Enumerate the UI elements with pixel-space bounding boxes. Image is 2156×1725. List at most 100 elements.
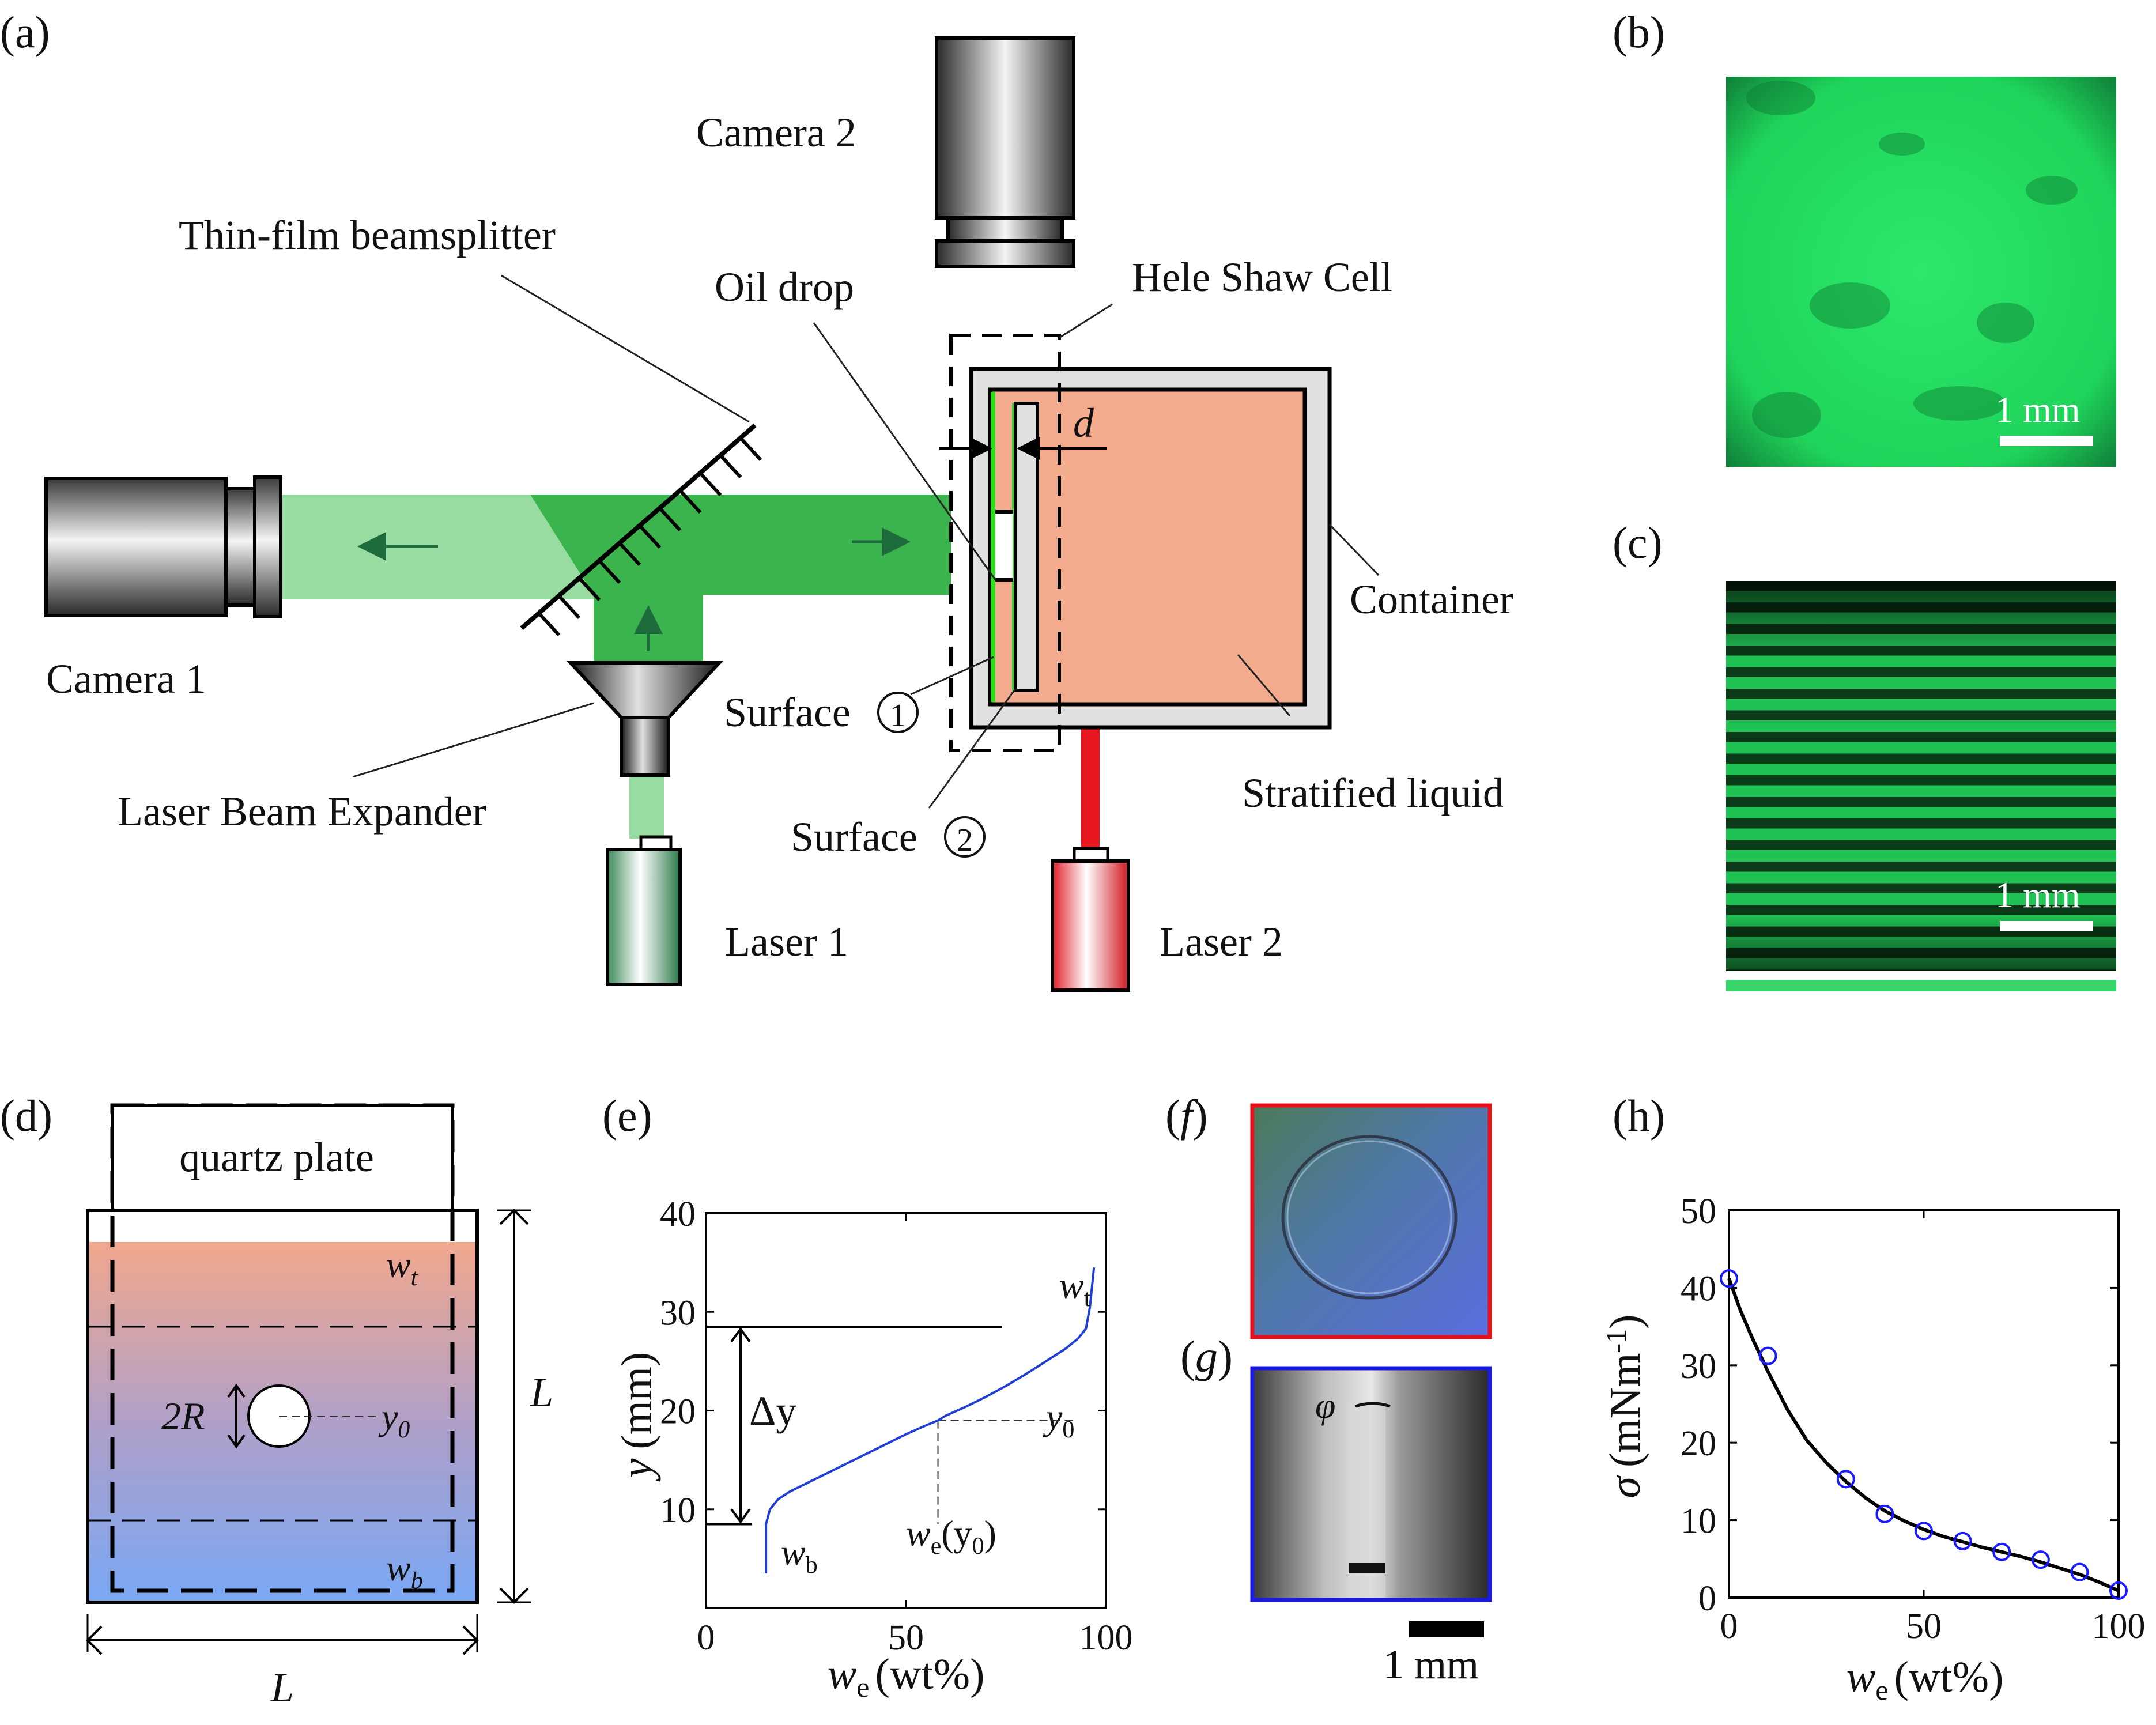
camera2-label: Camera 2 xyxy=(696,110,856,156)
chart-e-ticks: 0 50 100 10 20 30 40 xyxy=(660,1195,1133,1658)
fringe-band xyxy=(1726,980,2116,991)
chart-h-data-point xyxy=(2109,1581,2128,1600)
laser1-beam xyxy=(629,775,664,839)
expander-leader xyxy=(352,702,594,778)
hele-shaw-leader xyxy=(1059,303,1113,339)
chart-h-data-point xyxy=(1992,1542,2011,1561)
chart-e-wt-label: wt xyxy=(1059,1265,1091,1312)
container-label: Container xyxy=(1350,576,1513,622)
wt-label: wt xyxy=(386,1244,418,1291)
surface2-circle-icon xyxy=(944,816,986,858)
wb-label: wb xyxy=(386,1547,423,1594)
chart-h-xtick-label: 0 xyxy=(1720,1607,1738,1646)
scale-label-g: 1 mm xyxy=(1383,1641,1479,1688)
chart-h-xlabel: we(wt%) xyxy=(1847,1653,2004,1706)
image-c-vignette xyxy=(1726,581,2116,971)
panel-a: (a) xyxy=(0,7,1513,992)
stratified-leader xyxy=(1237,654,1291,716)
quartz-plate-label: quartz plate xyxy=(179,1134,374,1180)
beam-expander-icon xyxy=(567,661,723,777)
chart-e-delta-y: Δy xyxy=(749,1388,796,1434)
chart-e-xlabel: we(wt%) xyxy=(828,1650,985,1703)
chart-e-annotations xyxy=(706,1325,1074,1526)
L-right-label: L xyxy=(530,1369,553,1416)
hele-shaw-cell-outline xyxy=(949,334,1061,752)
panel-label-b: (b) xyxy=(1613,7,1665,57)
quartz-plate-top xyxy=(111,1104,454,1212)
panel-label-e: (e) xyxy=(602,1090,652,1141)
oil-drop-label: Oil drop xyxy=(715,264,854,310)
d-label: d xyxy=(1073,400,1094,446)
laser1-label: Laser 1 xyxy=(725,919,848,965)
chart-e-wb-label: wb xyxy=(781,1532,818,1579)
surface2-label: Surface xyxy=(791,814,917,860)
chart-e-y0-label: y0 xyxy=(1043,1396,1074,1443)
chart-e-xtick-label: 0 xyxy=(697,1618,715,1658)
chart-h-data-point xyxy=(1836,1470,1855,1489)
panel-d: (d) quartz plate wt wb 2R y0 L L xyxy=(0,1090,553,1711)
chart-e-ytick-label: 40 xyxy=(660,1195,696,1234)
image-b-speckle xyxy=(1746,81,2078,438)
chart-h-data-point xyxy=(1953,1531,1972,1550)
laser2-label: Laser 2 xyxy=(1160,919,1283,965)
scale-bar-g xyxy=(1409,1621,1484,1637)
stratified-label: Stratified liquid xyxy=(1242,770,1504,816)
chart-e-series-line xyxy=(765,1267,1096,1574)
scale-bar-b xyxy=(2000,436,2093,446)
chart-h-data-point xyxy=(1758,1346,1777,1365)
phi-label: φ xyxy=(1315,1385,1335,1426)
scale-bar-c xyxy=(2000,921,2093,931)
expander-label: Laser Beam Expander xyxy=(118,788,486,835)
two-r-label: 2R xyxy=(161,1394,205,1438)
image-g-bottom-mark xyxy=(1349,1563,1385,1573)
surface2-leader xyxy=(928,688,1017,809)
panel-g: (g) φ 1 mm xyxy=(1180,1331,1492,1688)
laser1-icon xyxy=(606,835,682,986)
chart-e-we-y0-label: we(y0) xyxy=(906,1513,996,1560)
oil-drop xyxy=(995,512,1013,580)
quartz-slab xyxy=(1014,402,1039,692)
chart-h-ytick-label: 40 xyxy=(1681,1269,1716,1308)
container-leader xyxy=(1328,523,1380,576)
chart-e-ytick-label: 20 xyxy=(660,1392,696,1432)
scale-label-b: 1 mm xyxy=(1995,389,2081,430)
beamsplitter-leader xyxy=(501,274,750,423)
surface2-number: 2 xyxy=(957,822,973,858)
chart-h-ytick-label: 10 xyxy=(1681,1502,1716,1541)
scale-label-c: 1 mm xyxy=(1995,874,2081,915)
L-bottom-label: L xyxy=(270,1664,294,1711)
panel-c: (c) 1 mm xyxy=(1613,518,2116,991)
camera1-icon xyxy=(44,475,282,618)
chart-h-ytick-label: 0 xyxy=(1698,1579,1716,1618)
chart-h-data-point xyxy=(2070,1562,2089,1581)
surface1-leader xyxy=(910,656,994,696)
camera1-label: Camera 1 xyxy=(46,656,206,702)
panel-label-c: (c) xyxy=(1613,518,1663,568)
surface1-circle-icon xyxy=(877,692,919,733)
panel-b: (b) 1 mm xyxy=(1613,7,2116,467)
panel-label-g: (g) xyxy=(1180,1331,1233,1381)
quartz-plate-dashed xyxy=(110,1103,455,1593)
y0-label: y0 xyxy=(378,1396,410,1443)
panel-label-a: (a) xyxy=(0,7,50,57)
chart-h-data-point xyxy=(2031,1550,2050,1569)
beam-to-cell xyxy=(530,495,951,595)
chart-h-data-point xyxy=(1720,1269,1738,1288)
hele-shaw-label: Hele Shaw Cell xyxy=(1132,254,1392,300)
chart-e-xtick-label: 50 xyxy=(888,1618,924,1658)
chart-h-ytick-label: 20 xyxy=(1681,1424,1716,1463)
surface1-number: 1 xyxy=(890,698,906,734)
chart-e-ytick-label: 10 xyxy=(660,1491,696,1530)
chart-h-ytick-label: 30 xyxy=(1681,1347,1716,1386)
chart-e-ytick-label: 30 xyxy=(660,1293,696,1333)
chart-h-data-point xyxy=(1875,1504,1894,1523)
chart-e-xtick-label: 100 xyxy=(1079,1618,1133,1658)
camera2-icon xyxy=(935,36,1075,268)
chart-h-data-point xyxy=(1915,1522,1933,1541)
chart-h-ylabel: σ(mNm-1) xyxy=(1600,1315,1649,1498)
chart-h-ytick-label: 50 xyxy=(1681,1192,1716,1231)
laser2-beam xyxy=(1081,727,1100,848)
